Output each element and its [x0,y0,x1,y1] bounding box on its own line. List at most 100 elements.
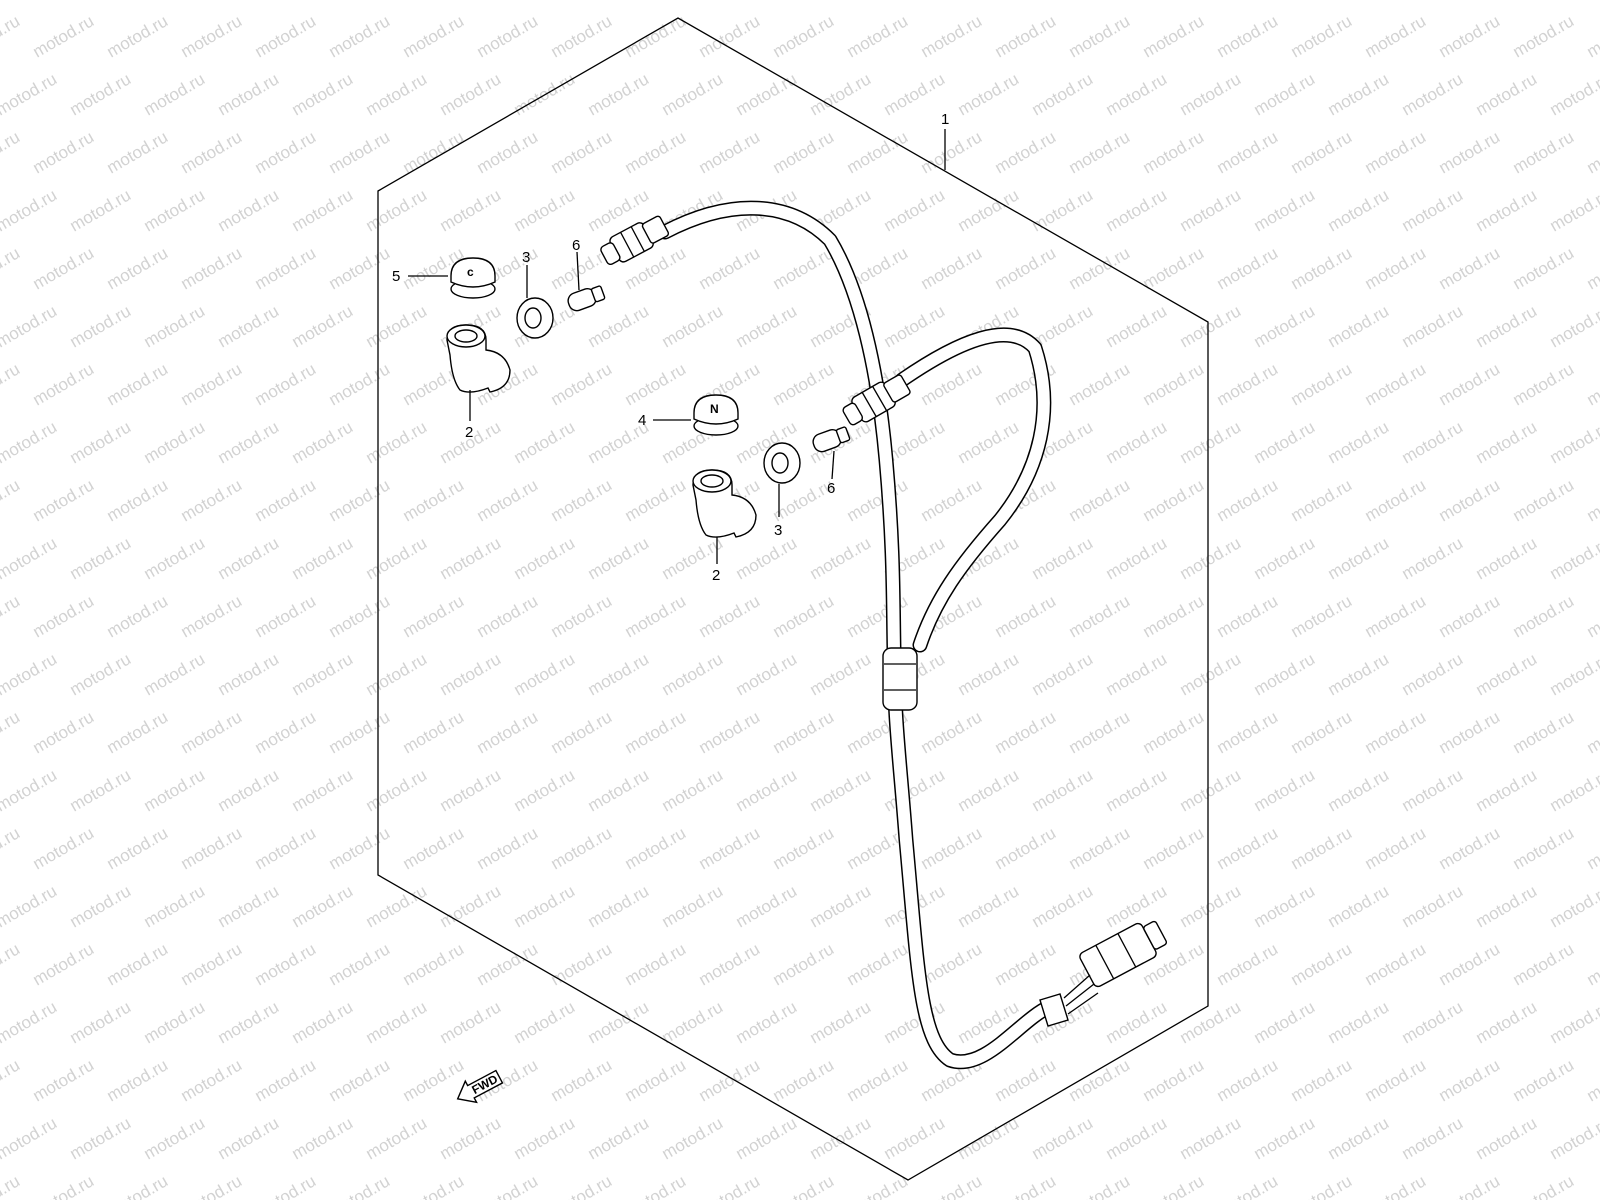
watermark-text: motod.ru [1029,185,1097,235]
watermark-text: motod.ru [1584,359,1600,409]
watermark-text: motod.ru [1029,0,1097,3]
watermark-text: motod.ru [289,417,357,467]
watermark-text: motod.ru [1473,997,1541,1047]
watermark-text: motod.ru [326,1171,394,1200]
watermark-text: motod.ru [1288,591,1356,641]
watermark-text: motod.ru [918,475,986,525]
watermark-text: motod.ru [1362,591,1430,641]
watermark-text: motod.ru [474,127,542,177]
watermark-text: motod.ru [992,11,1060,61]
callout-2-lower: 2 [712,567,720,584]
watermark-text: motod.ru [844,127,912,177]
watermark-text: motod.ru [289,881,357,931]
watermark-text: motod.ru [104,707,172,757]
watermark-text: motod.ru [289,765,357,815]
watermark-text: motod.ru [1288,1171,1356,1200]
watermark-text: motod.ru [104,591,172,641]
watermark-text: motod.ru [215,765,283,815]
watermark-text: motod.ru [548,591,616,641]
watermark-text: motod.ru [104,1055,172,1105]
watermark-text: motod.ru [0,707,23,757]
watermark-text: motod.ru [0,11,23,61]
watermark-text: motod.ru [585,69,653,119]
watermark-text: motod.ru [1510,939,1578,989]
watermark-text: motod.ru [1029,765,1097,815]
watermark-text: motod.ru [548,359,616,409]
watermark-text: motod.ru [326,939,394,989]
watermark-text: motod.ru [1473,0,1541,3]
watermark-text: motod.ru [807,69,875,119]
callout-5: 5 [392,268,400,285]
watermark-text: motod.ru [770,1171,838,1200]
watermark-text: motod.ru [0,881,60,931]
watermark-text: motod.ru [1510,707,1578,757]
watermark-text: motod.ru [1436,243,1504,293]
watermark-text: motod.ru [67,997,135,1047]
upper-indicator-cap: c [450,257,496,299]
watermark-text: motod.ru [1140,11,1208,61]
watermark-text: motod.ru [1140,823,1208,873]
watermark-text: motod.ru [659,301,727,351]
watermark-text: motod.ru [770,707,838,757]
watermark-text: motod.ru [363,533,431,583]
watermark-text: motod.ru [992,939,1060,989]
watermark-text: motod.ru [0,301,60,351]
watermark-text: motod.ru [1214,475,1282,525]
watermark-text: motod.ru [1584,11,1600,61]
watermark-text: motod.ru [770,939,838,989]
watermark-text: motod.ru [696,823,764,873]
watermark-text: motod.ru [1103,997,1171,1047]
watermark-text: motod.ru [1436,823,1504,873]
watermark-text: motod.ru [252,475,320,525]
watermark-text: motod.ru [1362,1055,1430,1105]
watermark-text: motod.ru [1399,69,1467,119]
watermark-text: motod.ru [548,823,616,873]
watermark-text: motod.ru [1214,939,1282,989]
watermark-text: motod.ru [548,1055,616,1105]
watermark-text: motod.ru [67,185,135,235]
watermark-text: motod.ru [1362,11,1430,61]
watermark-text: motod.ru [511,1113,579,1163]
watermark-text: motod.ru [1362,243,1430,293]
watermark-text: motod.ru [1510,591,1578,641]
svg-text:c: c [467,265,474,279]
watermark-text: motod.ru [733,301,801,351]
watermark-text: motod.ru [1510,1171,1578,1200]
watermark-text: motod.ru [1140,591,1208,641]
watermark-text: motod.ru [1066,707,1134,757]
watermark-text: motod.ru [1436,707,1504,757]
watermark-text: motod.ru [289,185,357,235]
watermark-text: motod.ru [1510,11,1578,61]
watermark-text: motod.ru [1436,11,1504,61]
watermark-text: motod.ru [141,997,209,1047]
watermark-text: motod.ru [881,185,949,235]
watermark-text: motod.ru [30,591,98,641]
watermark-text: motod.ru [0,69,60,119]
watermark-text: motod.ru [141,0,209,3]
watermark-text: motod.ru [622,707,690,757]
watermark-text: motod.ru [955,0,1023,3]
watermark-text: motod.ru [1399,881,1467,931]
watermark-text: motod.ru [363,765,431,815]
box-outline [377,17,1209,1181]
watermark-text: motod.ru [1140,1055,1208,1105]
watermark-text: motod.ru [400,591,468,641]
watermark-text: motod.ru [1214,1055,1282,1105]
watermark-text: motod.ru [992,823,1060,873]
watermark-text: motod.ru [0,591,23,641]
watermark-text: motod.ru [1399,1113,1467,1163]
lower-bulb-socket [842,374,911,426]
watermark-text: motod.ru [474,707,542,757]
watermark-text: motod.ru [437,69,505,119]
watermark-text: motod.ru [215,417,283,467]
watermark-text: motod.ru [1214,127,1282,177]
watermark-text: motod.ru [1288,127,1356,177]
watermark-text: motod.ru [1473,69,1541,119]
watermark-text: motod.ru [548,939,616,989]
watermark-text: motod.ru [1177,417,1245,467]
watermark-text: motod.ru [1103,301,1171,351]
watermark-text: motod.ru [289,533,357,583]
watermark-text: motod.ru [696,939,764,989]
watermark-text: motod.ru [400,1171,468,1200]
